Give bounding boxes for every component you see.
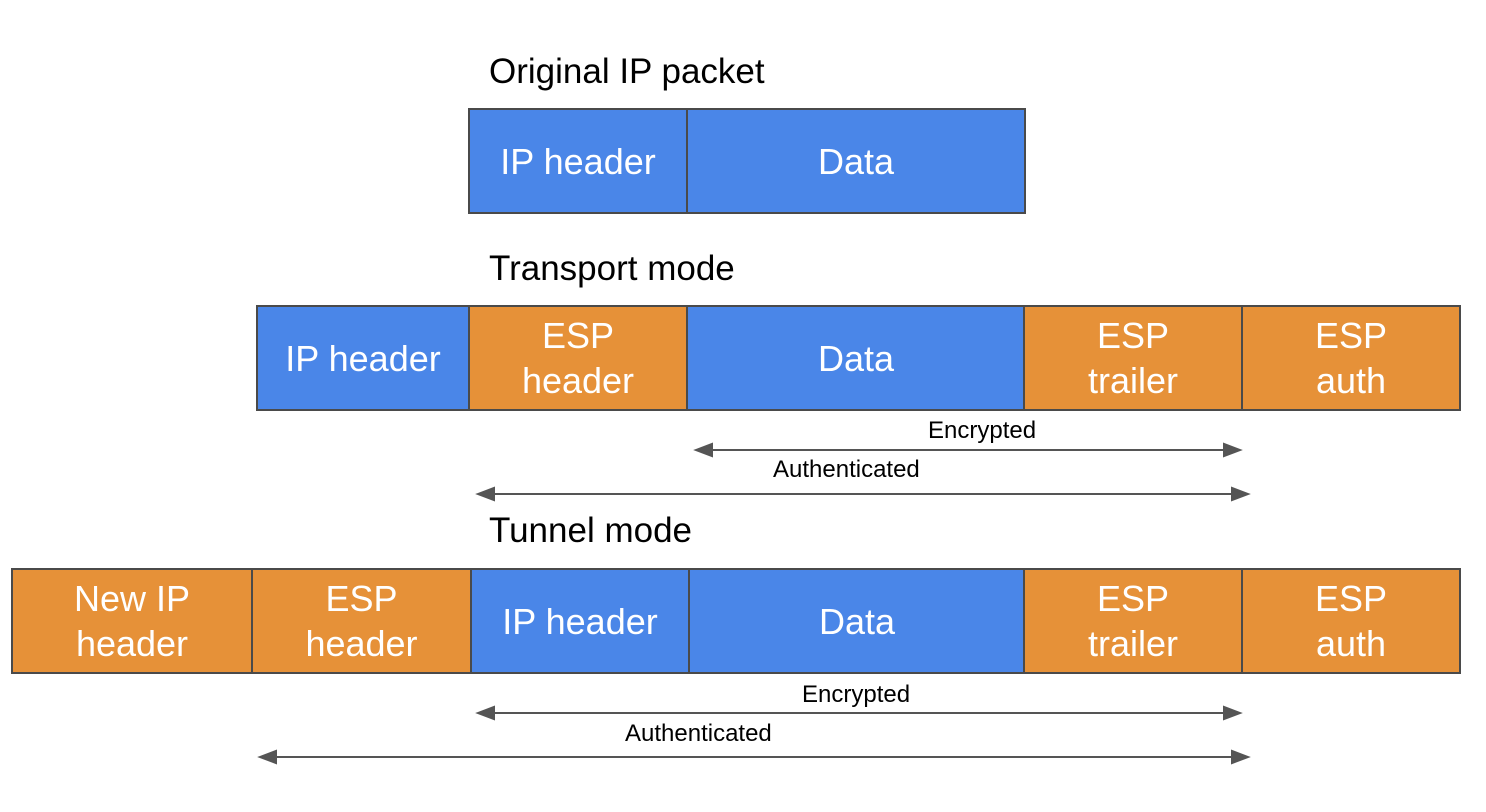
tunnel-encrypted-label: Encrypted xyxy=(802,681,911,708)
tunnel-authenticated-arrow xyxy=(257,749,1251,765)
tunnel-data-cell: Data xyxy=(688,568,1026,674)
tunnel-new-ip-header-cell: New IP header xyxy=(11,568,253,674)
original-ip-header-cell: IP header xyxy=(468,108,688,214)
transport-ip-header-cell: IP header xyxy=(256,305,470,411)
transport-encrypted-arrow xyxy=(693,442,1243,458)
tunnel-esp-trailer-cell: ESP trailer xyxy=(1023,568,1243,674)
transport-esp-auth-cell: ESP auth xyxy=(1241,305,1461,411)
tunnel-mode-title: Tunnel mode xyxy=(489,511,692,550)
tunnel-esp-auth-cell: ESP auth xyxy=(1241,568,1461,674)
original-packet-title: Original IP packet xyxy=(489,52,765,91)
transport-authenticated-label: Authenticated xyxy=(773,456,920,483)
tunnel-ip-header-cell: IP header xyxy=(470,568,690,674)
transport-esp-trailer-cell: ESP trailer xyxy=(1023,305,1243,411)
transport-encrypted-label: Encrypted xyxy=(928,417,1037,444)
tunnel-esp-header-cell: ESP header xyxy=(251,568,472,674)
transport-authenticated-arrow xyxy=(475,486,1251,502)
tunnel-encrypted-arrow xyxy=(475,705,1243,721)
transport-mode-title: Transport mode xyxy=(489,249,735,288)
original-data-cell: Data xyxy=(686,108,1026,214)
transport-esp-header-cell: ESP header xyxy=(468,305,688,411)
transport-data-cell: Data xyxy=(686,305,1026,411)
tunnel-authenticated-label: Authenticated xyxy=(625,720,772,747)
